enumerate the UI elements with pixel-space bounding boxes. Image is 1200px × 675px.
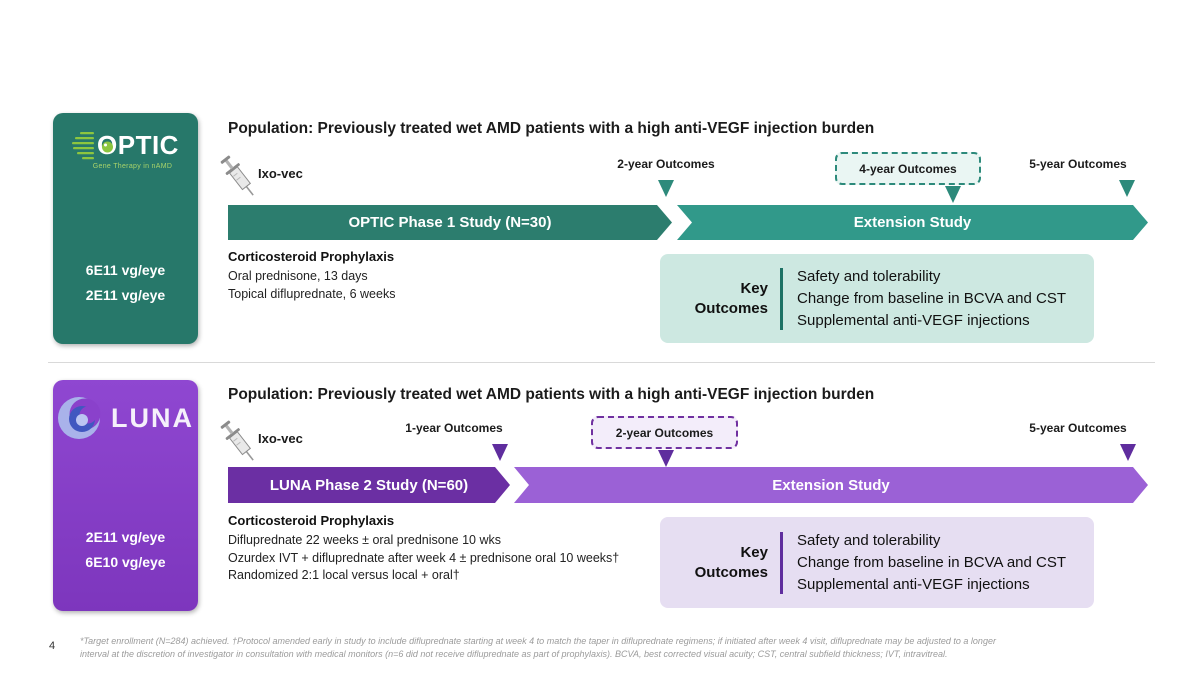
section-divider xyxy=(48,362,1155,363)
luna-card: LUNA 2E11 vg/eye 6E10 vg/eye xyxy=(53,380,198,611)
luna-doses: 2E11 vg/eye 6E10 vg/eye xyxy=(53,525,198,575)
luna-logo: LUNA xyxy=(53,395,198,441)
milestone-label: 5-year Outcomes xyxy=(1029,421,1127,435)
key-outcomes-list: Safety and tolerability Change from base… xyxy=(797,266,1066,332)
milestone-badge: 4-year Outcomes xyxy=(835,152,981,185)
key-outcome-item: Supplemental anti-VEGF injections xyxy=(797,575,1030,593)
key-outcome-item: Safety and tolerability xyxy=(797,267,941,285)
speed-lines-icon xyxy=(72,132,95,160)
milestone-badge: 2-year Outcomes xyxy=(591,416,738,449)
ixovec-label: Ixo-vec xyxy=(258,431,303,446)
optic-logo: OPTIC xyxy=(53,129,198,161)
moon-icon xyxy=(58,397,101,439)
key-outcome-item: Safety and tolerability xyxy=(797,531,941,549)
optic-doses: 6E11 vg/eye 2E11 vg/eye xyxy=(53,258,198,308)
phase-study-bar: OPTIC Phase 1 Study (N=30) xyxy=(228,205,672,240)
key-outcome-item: Change from baseline in BCVA and CST xyxy=(797,553,1067,571)
footnote: *Target enrollment (N=284) achieved. †Pr… xyxy=(80,636,996,659)
ixovec-label: Ixo-vec xyxy=(258,166,303,181)
page-number: 4 xyxy=(49,640,56,652)
dose-label: 2E11 vg/eye xyxy=(85,529,166,545)
dose-label: 6E11 vg/eye xyxy=(85,262,166,278)
prophylaxis-line: Topical difluprednate, 6 weeks xyxy=(228,286,396,301)
prophylaxis-line: Difluprednate 22 weeks ± oral prednisone… xyxy=(228,533,501,547)
key-outcomes-box: Key Outcomes Safety and tolerability Cha… xyxy=(660,517,1094,608)
key-outcomes-divider xyxy=(780,531,783,594)
dose-label: 6E10 vg/eye xyxy=(85,554,166,570)
population-title: Population: Previously treated wet AMD p… xyxy=(228,120,875,137)
key-outcomes-label: Key Outcomes xyxy=(694,543,768,581)
milestone-label: 2-year Outcomes xyxy=(615,425,714,440)
prophylaxis-block: Corticosteroid Prophylaxis Oral predniso… xyxy=(228,249,395,303)
extension-study-bar: Extension Study xyxy=(514,467,1148,503)
milestone-label: 5-year Outcomes xyxy=(1029,157,1127,171)
syringe-icon xyxy=(220,420,254,461)
population-title: Population: Previously treated wet AMD p… xyxy=(228,386,875,403)
timeline-marker-icon xyxy=(658,180,674,197)
optic-logo-subtitle: Gene Therapy in nAMD xyxy=(92,163,173,170)
key-outcomes-label: Key Outcomes xyxy=(694,279,768,317)
timeline-marker-icon xyxy=(1120,444,1136,461)
prophylaxis-block: Corticosteroid Prophylaxis Difluprednate… xyxy=(228,513,619,585)
luna-wordmark: LUNA xyxy=(111,402,194,433)
prophylaxis-title: Corticosteroid Prophylaxis xyxy=(228,513,395,528)
syringe-icon xyxy=(220,155,254,196)
dose-label: 2E11 vg/eye xyxy=(85,287,166,303)
key-outcome-item: Change from baseline in BCVA and CST xyxy=(797,289,1067,307)
timeline-marker-icon xyxy=(945,186,961,203)
key-outcomes-list: Safety and tolerability Change from base… xyxy=(797,530,1066,596)
milestone-label: 1-year Outcomes xyxy=(405,421,503,435)
prophylaxis-line: Ozurdex IVT + difluprednate after week 4… xyxy=(228,550,620,565)
optic-logo-text: OPTIC xyxy=(97,130,179,161)
extension-study-bar: Extension Study xyxy=(677,205,1148,240)
key-outcome-item: Supplemental anti-VEGF injections xyxy=(797,311,1030,329)
milestone-label: 2-year Outcomes xyxy=(617,157,715,171)
key-outcomes-divider xyxy=(780,267,783,330)
timeline-marker-icon xyxy=(658,450,674,467)
prophylaxis-line: Oral prednisone, 13 days xyxy=(228,269,368,283)
prophylaxis-title: Corticosteroid Prophylaxis xyxy=(228,249,395,264)
timeline-marker-icon xyxy=(1119,180,1135,197)
key-outcomes-box: Key Outcomes Safety and tolerability Cha… xyxy=(660,254,1094,343)
eye-pupil-icon xyxy=(101,141,113,153)
prophylaxis-line: Randomized 2:1 local versus local + oral… xyxy=(228,568,460,582)
timeline-marker-icon xyxy=(492,444,508,461)
phase-study-bar: LUNA Phase 2 Study (N=60) xyxy=(228,467,510,503)
milestone-label: 4-year Outcomes xyxy=(859,161,957,176)
optic-card: OPTIC Gene Therapy in nAMD 6E11 vg/eye 2… xyxy=(53,113,198,344)
